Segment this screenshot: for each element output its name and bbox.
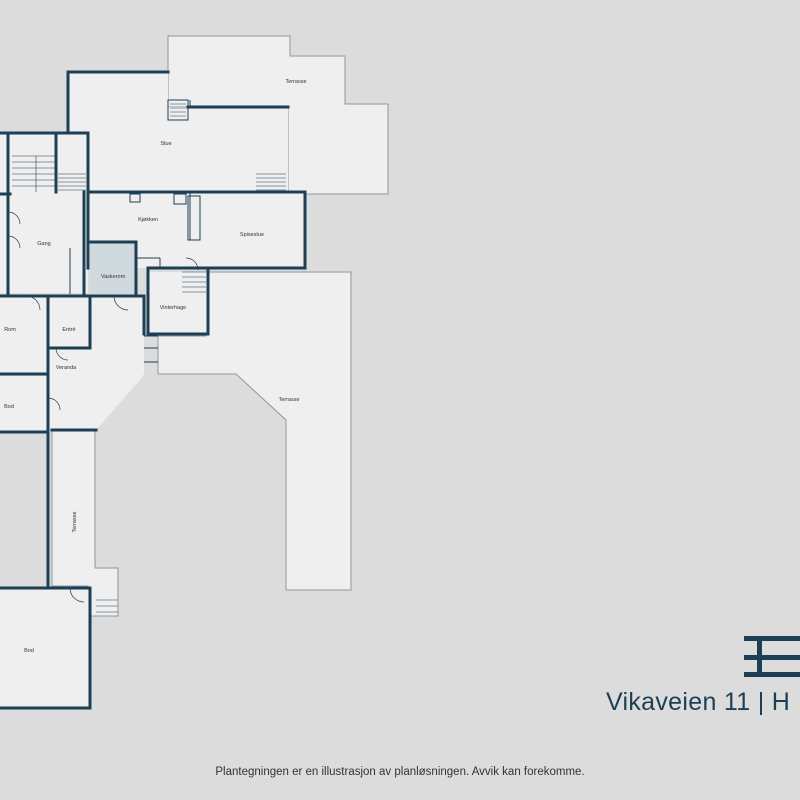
- disclaimer-text: Plantegningen er en illustrasjon av plan…: [215, 766, 585, 778]
- veranda-area: [48, 296, 144, 430]
- stue-area: [68, 72, 288, 192]
- label-vinterhage: Vinterhage: [160, 305, 187, 311]
- bod-bottom-area: [0, 588, 90, 708]
- broker-logo-icon: [744, 636, 800, 677]
- label-kjokken: Kjøkken: [138, 217, 158, 223]
- label-rom: Rom: [4, 327, 16, 333]
- label-gang: Gang: [37, 241, 50, 247]
- entre-area: [48, 296, 90, 348]
- spisestue-area: [200, 192, 305, 268]
- terrasse-strip-area: [51, 429, 119, 617]
- vinterhage-area: [148, 272, 208, 334]
- bod-mid-area: [0, 376, 48, 432]
- label-veranda: Veranda: [56, 365, 77, 371]
- label-terrasse-top: Terrasse: [285, 79, 306, 85]
- label-terrasse-right: Terrasse: [278, 397, 299, 403]
- label-bod-bottom: Bod: [24, 648, 34, 654]
- property-address: Vikaveien 11 | H: [606, 688, 791, 716]
- terrasse-right-area: [157, 271, 352, 591]
- left-column-area: [0, 133, 88, 293]
- label-terrasse-strip: Terrasse: [72, 511, 78, 532]
- rom-area: [0, 296, 48, 374]
- label-entre: Entré: [62, 327, 75, 333]
- label-vaskerom: Vaskerom: [101, 274, 126, 280]
- vaskerom-area: [90, 243, 136, 295]
- label-spisestue: Spisestue: [240, 232, 264, 238]
- label-stue: Stue: [160, 141, 171, 147]
- label-bod-mid: Bod: [4, 404, 14, 410]
